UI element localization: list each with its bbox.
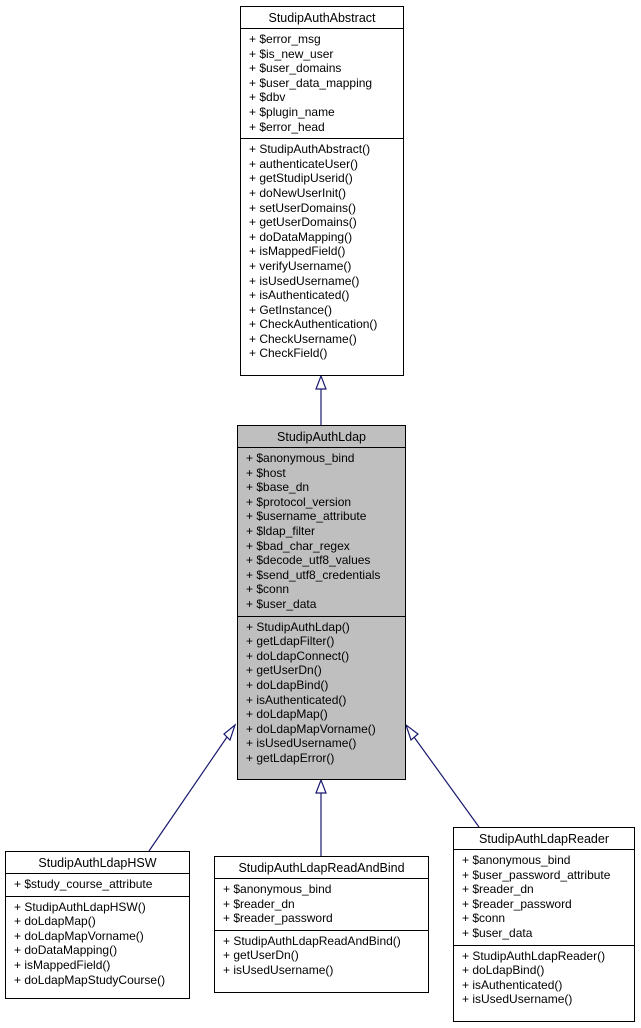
attribute: + $send_utf8_credentials [246,567,381,582]
attribute: + $study_course_attribute [14,877,153,891]
attribute: + $reader_password [462,896,572,911]
attribute: + $conn [462,911,506,926]
method: + isUsedUsername() [462,992,573,1007]
method: + getUserDn() [223,948,299,963]
class-studip-auth-ldap-hsw[interactable]: StudipAuthLdapHSW + $study_course_attrib… [5,851,190,999]
class-name: StudipAuthLdapReader [454,828,634,850]
method: + doLdapMapStudyCourse() [14,972,166,987]
method: + CheckAuthentication() [249,317,378,332]
attribute: + $conn [246,582,290,597]
attribute: + $dbv [249,90,286,105]
attribute: + $anonymous_bind [223,882,332,896]
method: + setUserDomains() [249,200,357,215]
attribute: + $host [246,465,286,480]
methods-section: + StudipAuthLdapHSW() + doLdapMap() + do… [6,895,189,992]
method: + doLdapMapVorname() [14,928,144,943]
attributes-section: + $error_msg + $is_new_user + $user_doma… [241,29,403,138]
method: + getStudipUserid() [249,171,353,186]
attributes-section: + $study_course_attribute [6,874,189,896]
attribute: + $error_head [249,119,325,134]
class-studip-auth-abstract[interactable]: StudipAuthAbstract + $error_msg + $is_ne… [240,6,404,376]
method: + verifyUsername() [249,258,352,273]
attribute: + $anonymous_bind [246,451,355,465]
attributes-section: + $anonymous_bind + $host + $base_dn + $… [238,448,405,616]
method: + doLdapConnect() [246,648,350,663]
edge-reader-to-ldap [413,736,480,828]
method: + doLdapBind() [462,963,545,978]
class-studip-auth-ldap-read-and-bind[interactable]: StudipAuthLdapReadAndBind + $anonymous_b… [214,856,429,993]
method: + CheckUsername() [249,331,357,346]
attribute: + $user_data [246,596,317,611]
class-studip-auth-ldap[interactable]: StudipAuthLdap + $anonymous_bind + $host… [237,425,406,780]
method: + doLdapMapVorname() [246,721,376,736]
methods-section: + StudipAuthLdap() + getLdapFilter() + d… [238,615,405,770]
class-name: StudipAuthAbstract [241,7,403,29]
method: + getLdapError() [246,750,335,765]
method: + isAuthenticated() [249,288,350,303]
method: + StudipAuthLdapHSW() [14,899,146,914]
method: + doLdapBind() [246,677,329,692]
method: + StudipAuthLdapReadAndBind() [223,933,401,948]
method: + CheckField() [249,346,328,361]
attribute: + $user_data [462,925,533,940]
attribute: + $decode_utf8_values [246,553,371,568]
attribute: + $protocol_version [246,494,352,509]
attribute: + $plugin_name [249,104,335,119]
attribute: + $user_domains [249,61,342,76]
attribute: + $user_data_mapping [249,75,373,90]
attributes-section: + $anonymous_bind + $reader_dn + $reader… [215,879,428,930]
method: + doNewUserInit() [249,185,347,200]
attribute: + $ldap_filter [246,523,316,538]
attribute: + $bad_char_regex [246,538,350,553]
attribute: + $username_attribute [246,509,367,524]
class-name: StudipAuthLdapHSW [6,852,189,874]
arrowhead-abstract [315,374,327,390]
method: + doDataMapping() [14,943,118,958]
method: + isMappedField() [249,244,346,259]
method: + authenticateUser() [249,156,359,171]
method: + doLdapMap() [246,707,328,722]
method: + isAuthenticated() [462,977,563,992]
method: + isUsedUsername() [249,273,360,288]
method: + StudipAuthAbstract() [249,142,371,157]
method: + GetInstance() [249,302,333,317]
arrowhead-ldap-right [404,723,419,742]
method: + doLdapMap() [14,914,96,929]
method: + doDataMapping() [249,229,353,244]
method: + getUserDomains() [249,215,357,230]
method: + getLdapFilter() [246,634,335,649]
attributes-section: + $anonymous_bind + $user_password_attri… [454,850,634,945]
method: + StudipAuthLdapReader() [462,948,606,963]
attribute: + $reader_dn [223,896,295,911]
class-name: StudipAuthLdapReadAndBind [215,857,428,879]
edge-hsw-to-ldap [148,736,228,852]
method: + isMappedField() [14,957,111,972]
methods-section: + StudipAuthAbstract() + authenticateUse… [241,138,403,365]
arrowhead-ldap-center [315,778,327,794]
attribute: + $reader_dn [462,882,534,897]
class-name: StudipAuthLdap [238,426,405,448]
method: + isAuthenticated() [246,692,347,707]
arrowhead-ldap-left [223,723,237,742]
attribute: + $is_new_user [249,46,334,61]
attribute: + $error_msg [249,32,321,46]
method: + isUsedUsername() [223,962,334,977]
method: + getUserDn() [246,663,322,678]
attribute: + $reader_password [223,911,333,926]
methods-section: + StudipAuthLdapReadAndBind() + getUserD… [215,929,428,982]
method: + isUsedUsername() [246,736,357,751]
attribute: + $base_dn [246,480,310,495]
method: + StudipAuthLdap() [246,619,350,634]
class-studip-auth-ldap-reader[interactable]: StudipAuthLdapReader + $anonymous_bind +… [453,827,635,1022]
methods-section: + StudipAuthLdapReader() + doLdapBind() … [454,944,634,1011]
attribute: + $user_password_attribute [462,867,611,882]
attribute: + $anonymous_bind [462,853,571,867]
